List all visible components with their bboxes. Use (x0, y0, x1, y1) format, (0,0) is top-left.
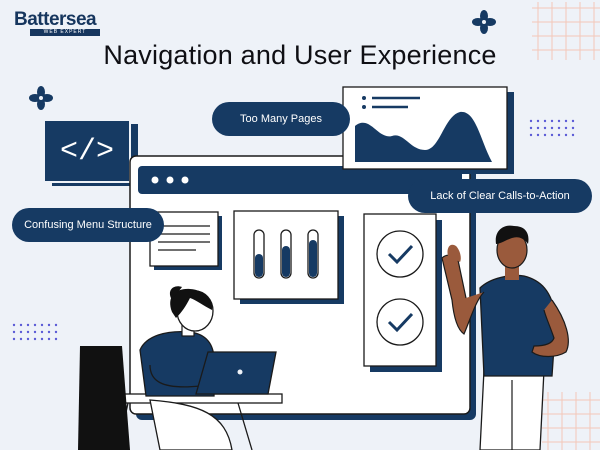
brand-logo-text: Battersea (14, 9, 97, 30)
pinwheel-icon (472, 10, 496, 34)
callout-confusing-menu-structure: Confusing Menu Structure (12, 208, 164, 242)
brand-logo-subtitle: WEB EXPERT (30, 29, 100, 36)
code-icon-card (43, 119, 138, 186)
page-title: Navigation and User Experience (103, 40, 497, 70)
pinwheel-icon (29, 86, 53, 110)
callout-too-many-pages: Too Many Pages (212, 102, 350, 136)
code-icon: </> (59, 135, 114, 169)
callout-lack-of-clear-cta: Lack of Clear Calls-to-Action (408, 179, 592, 213)
